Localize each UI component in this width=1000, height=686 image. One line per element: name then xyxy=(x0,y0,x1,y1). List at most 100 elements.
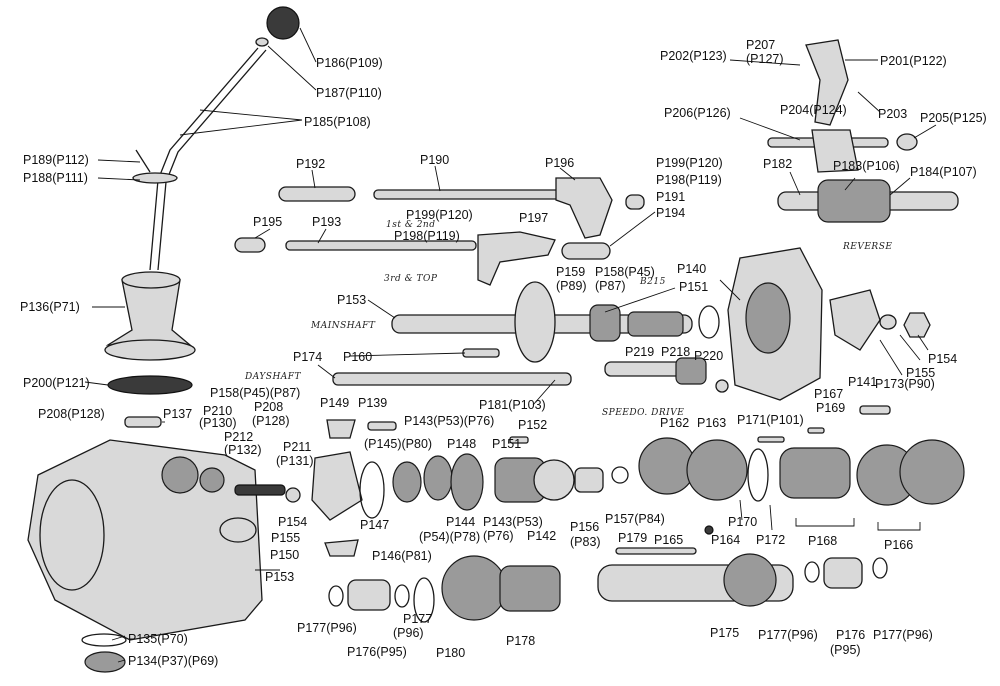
reverse-assembly xyxy=(767,39,959,223)
part-label: P146(P81) xyxy=(372,549,432,563)
annotation-reverse: REVERSE xyxy=(843,242,893,252)
annotation-b215: B215 xyxy=(640,277,666,287)
part-label: P153 xyxy=(265,570,295,584)
layshaft-cluster xyxy=(328,547,888,623)
part-label: P155 xyxy=(271,531,301,545)
part-label: (P132) xyxy=(224,443,262,457)
part-label: (P83) xyxy=(570,535,601,549)
part-label: P140 xyxy=(677,262,707,276)
part-label: P172 xyxy=(756,533,786,547)
part-label: P187(P110) xyxy=(316,86,382,100)
part-label: P160 xyxy=(343,350,373,364)
annotation-third-top: 3rd & TOP xyxy=(384,274,438,284)
part-label: P137 xyxy=(163,407,193,421)
part-label: P199(P120) xyxy=(406,208,473,222)
part-label: P219 xyxy=(625,345,655,359)
small-parts xyxy=(124,405,891,557)
part-label: P175 xyxy=(710,626,740,640)
part-label: (P76) xyxy=(483,529,514,543)
part-label: P153 xyxy=(337,293,367,307)
leader-lines xyxy=(84,27,937,663)
part-label: (P127) xyxy=(746,52,784,66)
part-label: P134(P37)(P69) xyxy=(128,654,219,668)
part-label: P208(P128) xyxy=(38,407,105,421)
part-label: P181(P103) xyxy=(479,398,546,412)
part-label: P193 xyxy=(312,215,342,229)
part-label: P177(P96) xyxy=(297,621,357,635)
part-label: P173(P90) xyxy=(875,377,935,391)
mainshaft xyxy=(332,281,693,386)
part-label: P177 xyxy=(403,612,433,626)
part-label: P166 xyxy=(884,538,914,552)
part-label: P154 xyxy=(928,352,958,366)
part-label: P198(P119) xyxy=(656,173,722,187)
part-label: P182 xyxy=(763,157,793,171)
part-label: (P131) xyxy=(276,454,314,468)
part-label: (P145)(P80) xyxy=(364,437,433,451)
part-label: P188(P111) xyxy=(23,171,88,185)
part-label: P185(P108) xyxy=(304,115,371,129)
part-label: P220 xyxy=(694,349,724,363)
part-label: P164 xyxy=(711,533,741,547)
part-label: P177(P96) xyxy=(758,628,818,642)
part-label: (P96) xyxy=(393,626,424,640)
part-label: P191 xyxy=(656,190,686,204)
part-label: P158(P45)(P87) xyxy=(210,386,301,400)
annotation-first-second: 1st & 2nd xyxy=(386,220,436,230)
part-label: (P87) xyxy=(595,279,626,293)
part-label: P157(P84) xyxy=(605,512,665,526)
annotation-speedo-drive: SPEEDO. DRIVE xyxy=(602,408,685,418)
dayshaft-gears xyxy=(311,437,965,521)
part-label: P144 xyxy=(446,515,476,529)
part-label: P169 xyxy=(816,401,846,415)
part-label: P149 xyxy=(320,396,350,410)
part-label: P200(P121) xyxy=(23,376,90,390)
part-label: P159 xyxy=(556,265,586,279)
rear-housing xyxy=(698,247,931,401)
annotation-dayshaft: DAYSHAFT xyxy=(245,372,302,382)
part-label: P192 xyxy=(296,157,326,171)
part-label: P176 xyxy=(836,628,866,642)
part-label: P183(P106) xyxy=(833,159,900,173)
part-label: P190 xyxy=(420,153,450,167)
part-label: P218 xyxy=(661,345,691,359)
part-label: (P128) xyxy=(252,414,290,428)
part-label: (P89) xyxy=(556,279,587,293)
part-label: P148 xyxy=(447,437,477,451)
part-label: P197 xyxy=(519,211,549,225)
part-label: P194 xyxy=(656,206,686,220)
part-label: P202(P123) xyxy=(660,49,727,63)
speedo-drive xyxy=(604,357,729,393)
part-label: P212 xyxy=(224,430,254,444)
part-label: P151 xyxy=(679,280,709,294)
part-label: P142 xyxy=(527,529,557,543)
part-label: P152 xyxy=(518,418,548,432)
part-label: P198(P119) xyxy=(394,229,460,243)
part-label: P203 xyxy=(878,107,908,121)
part-label: P154 xyxy=(278,515,308,529)
selector-rods xyxy=(234,177,645,286)
part-label: P205(P125) xyxy=(920,111,987,125)
group-brackets xyxy=(795,518,921,531)
part-label: P195 xyxy=(253,215,283,229)
part-label: P143(P53)(P76) xyxy=(404,414,495,428)
part-label: P168 xyxy=(808,534,838,548)
part-label: P156 xyxy=(570,520,600,534)
part-label: P204(P124) xyxy=(780,103,847,117)
part-label: P176(P95) xyxy=(347,645,407,659)
gearbox-casing xyxy=(27,439,286,673)
part-label: P143(P53) xyxy=(483,515,543,529)
part-label: P207 xyxy=(746,38,776,52)
part-label: (P130) xyxy=(199,416,237,430)
part-label: P186(P109) xyxy=(316,56,383,70)
part-label: P170 xyxy=(728,515,758,529)
part-label: P196 xyxy=(545,156,575,170)
part-label: (P95) xyxy=(830,643,861,657)
part-label: P201(P122) xyxy=(880,54,947,68)
part-label: P165 xyxy=(654,533,684,547)
part-label: P184(P107) xyxy=(910,165,977,179)
annotation-mainshaft: MAINSHAFT xyxy=(311,321,376,331)
part-label: (P54)(P78) xyxy=(419,530,481,544)
